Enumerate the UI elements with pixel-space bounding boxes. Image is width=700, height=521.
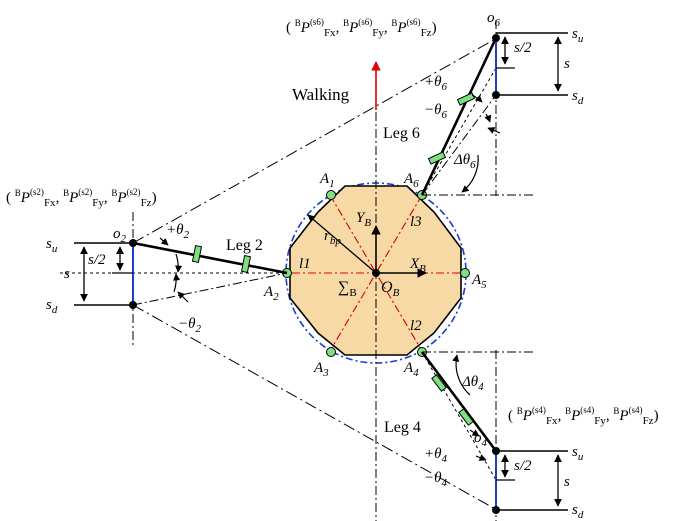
label-sigma-b: ∑B <box>338 279 357 299</box>
label-a5: A5 <box>471 272 487 291</box>
leg-2-su: su <box>46 236 58 255</box>
leg-4-joint-2 <box>458 408 474 426</box>
leg-4-force-tuple: ( BP(s4)Fx, BP(s4)Fy, BP(s4)Fz) <box>508 405 659 427</box>
point-a3 <box>326 347 336 357</box>
label-a2: A2 <box>263 284 279 303</box>
label-a6: A6 <box>403 171 419 190</box>
leg-6-su: su <box>572 26 584 45</box>
label-a1: A1 <box>319 171 335 190</box>
leg-4-minus-theta: −θ4 <box>424 470 448 489</box>
label-ob: OB <box>381 279 400 299</box>
leg-6-delta-theta: Δθ6 <box>453 152 476 171</box>
label-xb: XB <box>409 256 426 275</box>
label-rbp: rbp <box>324 228 341 247</box>
leg-2-joint-2 <box>240 254 252 274</box>
leg-6-plus-theta: +θ6 <box>424 74 448 93</box>
leg-2-rod <box>132 241 288 275</box>
leg-4 <box>420 350 568 521</box>
labels: Walking A1 A6 A2 A5 A3 A4 l1 l2 l3 YB XB… <box>6 10 659 521</box>
leg-6-force-tuple: ( BP(s6)Fx, BP(s6)Fy, BP(s6)Fz) <box>286 17 437 39</box>
leg-2-o: o2 <box>113 226 127 245</box>
leg-2-s: s <box>64 266 70 282</box>
label-l3: l3 <box>410 214 422 230</box>
leg-6-minus-theta: −θ6 <box>424 102 448 121</box>
leg-4-title: Leg 4 <box>384 419 421 436</box>
leg-2-force-tuple: ( BP(s2)Fx, BP(s2)Fy, BP(s2)Fz) <box>6 187 157 209</box>
leg-6-title: Leg 6 <box>383 125 420 142</box>
leg-6 <box>420 20 568 196</box>
walking-label: Walking <box>292 85 350 104</box>
point-a1 <box>326 190 336 200</box>
label-a3: A3 <box>313 360 329 379</box>
leg-4-su: su <box>572 444 584 463</box>
body-platform <box>285 112 467 521</box>
leg-4-s-half: s/2 <box>514 458 532 474</box>
leg-2-plus-theta: +θ2 <box>166 222 190 241</box>
leg-4-o: o4 <box>474 430 488 449</box>
leg-6-s: s <box>564 56 570 72</box>
label-l1: l1 <box>299 256 311 272</box>
leg-4-sd: sd <box>572 502 584 521</box>
leg-6-joint-2 <box>427 151 447 165</box>
point-a5 <box>460 268 470 278</box>
leg-2-sd: sd <box>46 297 58 316</box>
leg-4-delta-theta: Δθ4 <box>461 374 484 393</box>
label-l2: l2 <box>410 318 422 334</box>
radius-arrow <box>307 214 377 274</box>
leg-2 <box>60 37 498 511</box>
leg-2-minus-theta: −θ2 <box>178 316 202 335</box>
leg-6-o: o6 <box>487 10 501 29</box>
leg-6-s-half: s/2 <box>514 40 532 56</box>
leg-2-s-half: s/2 <box>88 252 106 268</box>
leg-4-joint-1 <box>431 374 447 392</box>
label-yb: YB <box>356 210 371 229</box>
label-a4: A4 <box>403 360 419 379</box>
leg-6-sd: sd <box>572 88 584 107</box>
leg-4-rod <box>420 351 498 452</box>
leg-4-s: s <box>564 474 570 490</box>
leg-2-joint-1 <box>191 244 203 264</box>
leg-4-plus-theta: +θ4 <box>424 446 448 465</box>
leg-2-title: Leg 2 <box>226 237 263 254</box>
leg-6-rod <box>420 37 498 196</box>
